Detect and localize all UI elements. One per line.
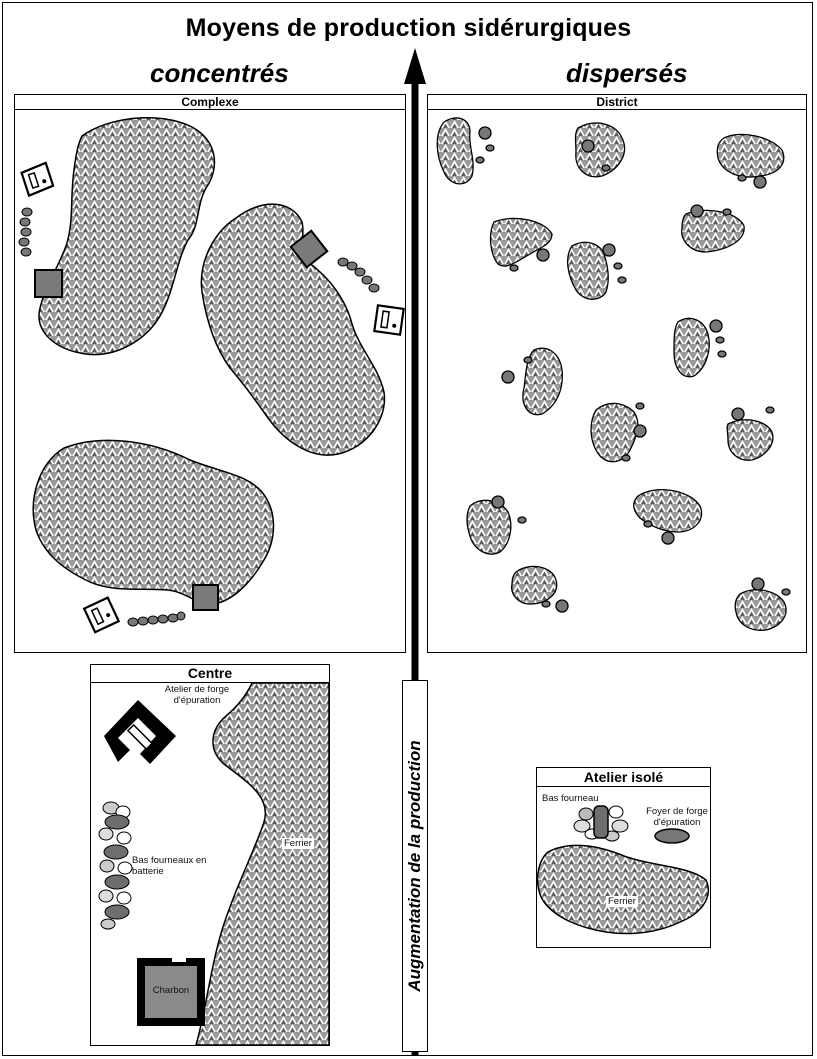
label-bas-fourneau: Bas fourneau bbox=[542, 793, 602, 804]
district-ferrier-9 bbox=[591, 403, 638, 461]
district-ferrier-1 bbox=[437, 118, 473, 184]
label-foyer-forge: Foyer de forge d'épuration bbox=[645, 806, 709, 828]
label-atelier-forge: Atelier de forge d'épuration bbox=[162, 684, 232, 706]
ferrier-centre bbox=[196, 683, 329, 1045]
district-ferrier-3 bbox=[717, 134, 783, 177]
ferrier-atelier-isole bbox=[538, 845, 709, 933]
district-ferrier-14 bbox=[735, 590, 786, 630]
label-ferrier-centre: Ferrier bbox=[282, 838, 314, 849]
district-ferrier-7 bbox=[674, 318, 709, 376]
forge-icon-complexe-2 bbox=[374, 305, 403, 334]
production-axis-text: Augmentation de la production bbox=[405, 740, 425, 991]
district-sites bbox=[437, 118, 790, 630]
district-ferrier-6 bbox=[568, 242, 609, 299]
furnace-battery-complexe-2 bbox=[338, 258, 379, 292]
furnace-battery-complexe-3 bbox=[128, 612, 185, 626]
furnace-atelier-isole bbox=[574, 806, 628, 841]
foyer-forge-atelier-isole bbox=[655, 829, 689, 843]
label-bas-fourneaux: Bas fourneaux en batterie bbox=[132, 855, 207, 877]
furnace-square-complexe-3 bbox=[193, 585, 218, 610]
forge-icon-complexe-3 bbox=[84, 598, 119, 633]
district-ferrier-4 bbox=[682, 210, 744, 252]
production-axis-arrowhead bbox=[404, 48, 426, 84]
label-ferrier-atelier-isole: Ferrier bbox=[606, 896, 638, 907]
ferrier-complexe-2 bbox=[201, 204, 384, 455]
forge-icon-centre bbox=[104, 700, 176, 764]
district-ferrier-11 bbox=[467, 500, 511, 554]
district-ferrier-13 bbox=[512, 566, 557, 604]
furnace-battery-complexe-1 bbox=[19, 208, 32, 256]
forge-icon-complexe-1 bbox=[21, 163, 54, 196]
ferrier-complexe-3 bbox=[33, 440, 273, 604]
furnace-square-complexe-1 bbox=[35, 270, 62, 297]
label-charbon: Charbon bbox=[150, 985, 192, 996]
ferrier-complexe-1 bbox=[39, 118, 214, 355]
district-ferrier-10 bbox=[727, 420, 773, 460]
production-axis-label: Augmentation de la production bbox=[402, 680, 428, 1052]
furnace-battery-centre bbox=[99, 802, 132, 929]
